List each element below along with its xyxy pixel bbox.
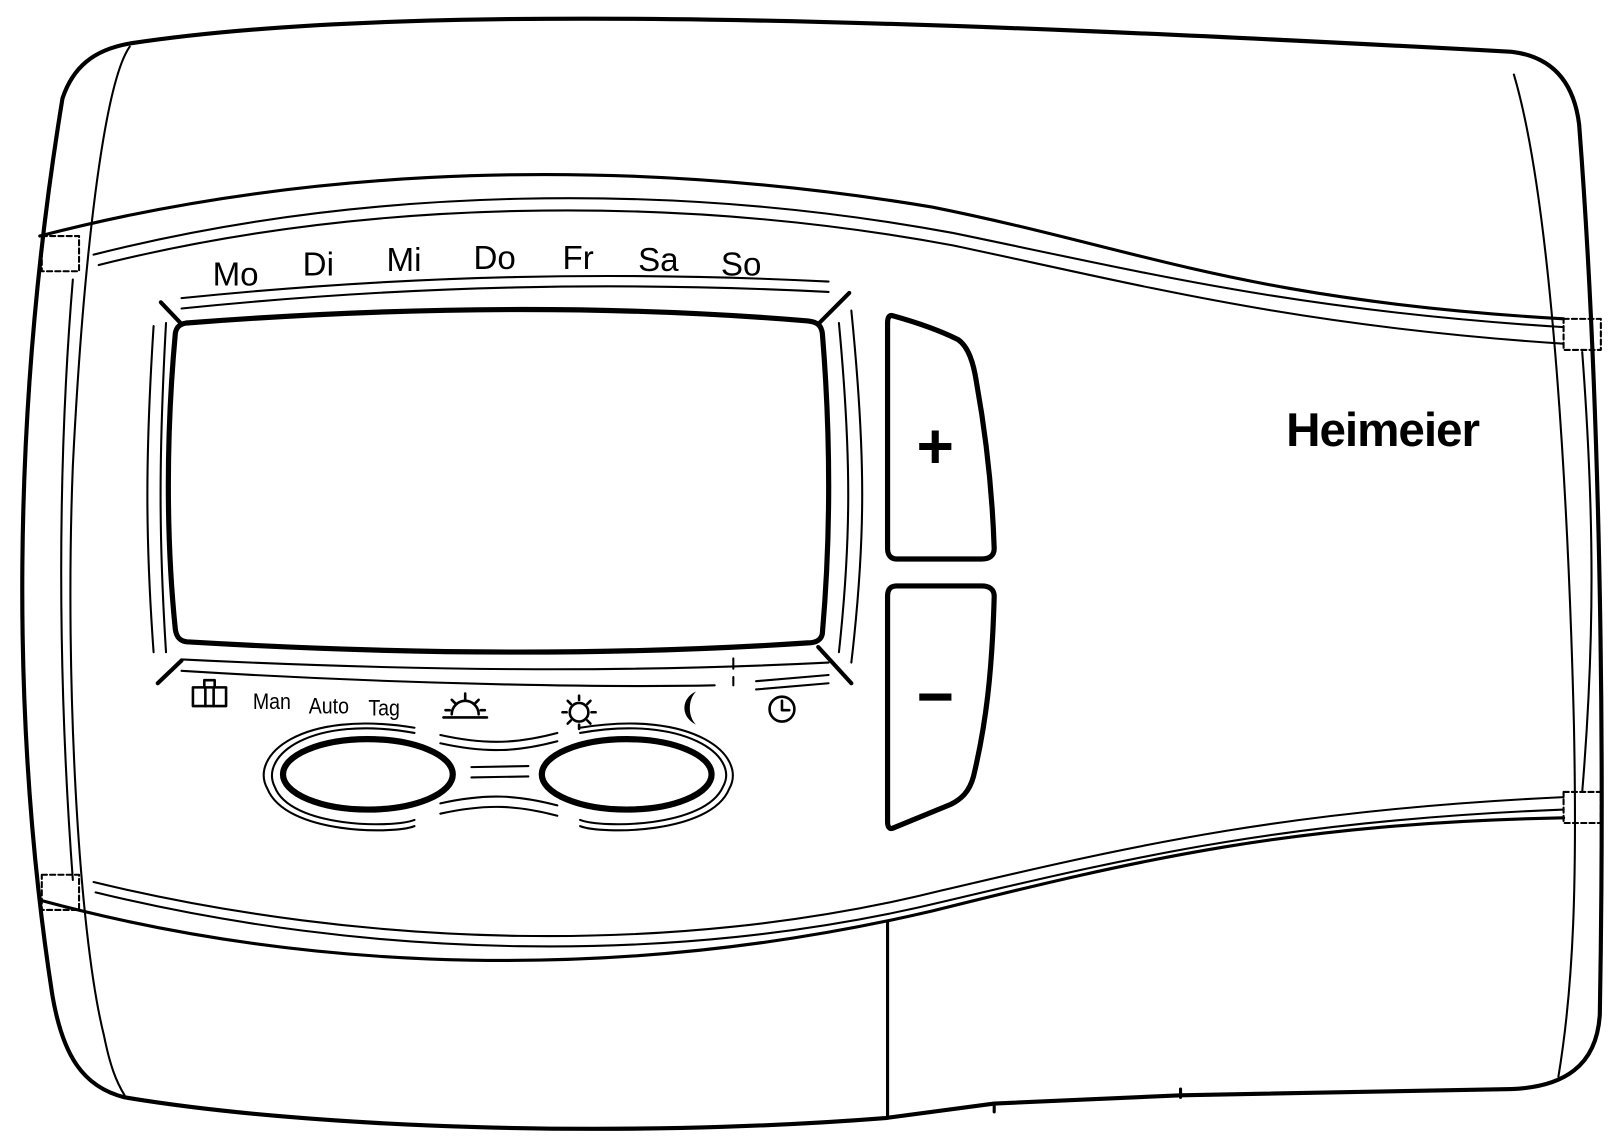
day-label: Sa — [638, 242, 679, 279]
sun-icon — [561, 694, 597, 731]
day-label: Di — [303, 246, 334, 283]
day-label: Do — [473, 240, 515, 277]
panel-band-bottom — [40, 816, 1566, 962]
lcd-display — [165, 306, 832, 655]
plus-button[interactable]: + — [884, 312, 997, 562]
moon-icon — [684, 691, 697, 725]
panel-band-bottom-3 — [94, 808, 1565, 948]
suitcase-icon — [191, 678, 228, 708]
bezel-top-line — [180, 274, 830, 310]
day-label: Mi — [387, 242, 422, 279]
bezel-sides — [146, 309, 864, 664]
program-button-right[interactable] — [538, 736, 715, 813]
housing-clips — [40, 234, 1602, 912]
battery-cover-notch — [992, 1087, 1183, 1114]
selector-bezel — [262, 722, 734, 832]
day-label: Mo — [213, 257, 259, 294]
panel-band-top-2 — [92, 197, 1565, 329]
plus-icon: + — [916, 410, 953, 482]
panel-band-bottom-2 — [92, 796, 1565, 938]
panel-band-top-3 — [97, 209, 1565, 345]
panel-side-right — [1581, 350, 1593, 793]
minus-icon: − — [916, 660, 953, 732]
housing-inner-right — [1512, 73, 1577, 1078]
minus-button[interactable]: − — [884, 583, 997, 832]
mode-label-tag: Tag — [368, 696, 400, 720]
day-labels: Mo Di Mi Do Fr Sa So — [213, 240, 762, 294]
housing-inner-left — [69, 45, 131, 1097]
mode-button-left[interactable] — [279, 736, 456, 813]
housing-outline — [20, 16, 1604, 1131]
clock-icon — [768, 695, 796, 723]
sunrise-icon — [442, 692, 489, 719]
bezel-corners — [155, 290, 854, 686]
brand-logo: Heimeier — [1286, 404, 1479, 457]
panel-side-left — [60, 278, 74, 881]
mode-label-man: Man — [253, 690, 291, 714]
mode-label-auto: Auto — [309, 694, 349, 718]
day-label: Fr — [563, 240, 594, 277]
panel-band-top — [38, 172, 1566, 321]
bezel-bottom-line — [180, 658, 830, 691]
